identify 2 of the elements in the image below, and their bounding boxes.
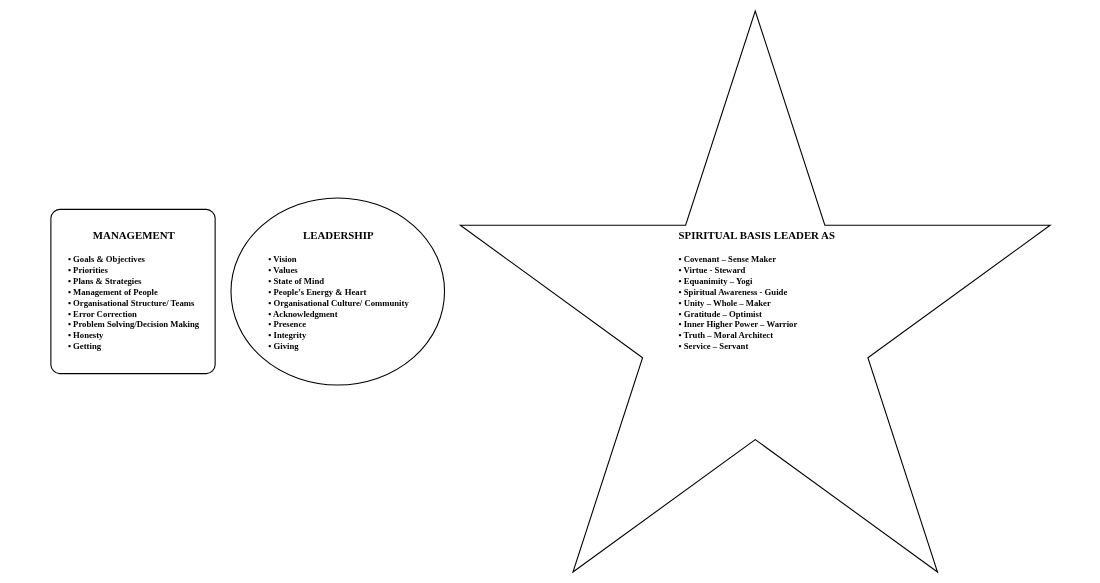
node-box: MANAGEMENT • Goals & Objectives • Priorities • Plans & Strategies • Management of People • Organisational Structure/ Teams • Error Correction • Problem Solving/Decision Making • Honesty • Getting <box>49 208 216 375</box>
node-ellipse: LEADERSHIP • Vision • Values • State of Mind • People’s Energy & Heart • Organisational Culture/ Community • Acknowledgment • Presence • Integrity • Giving <box>229 197 445 386</box>
